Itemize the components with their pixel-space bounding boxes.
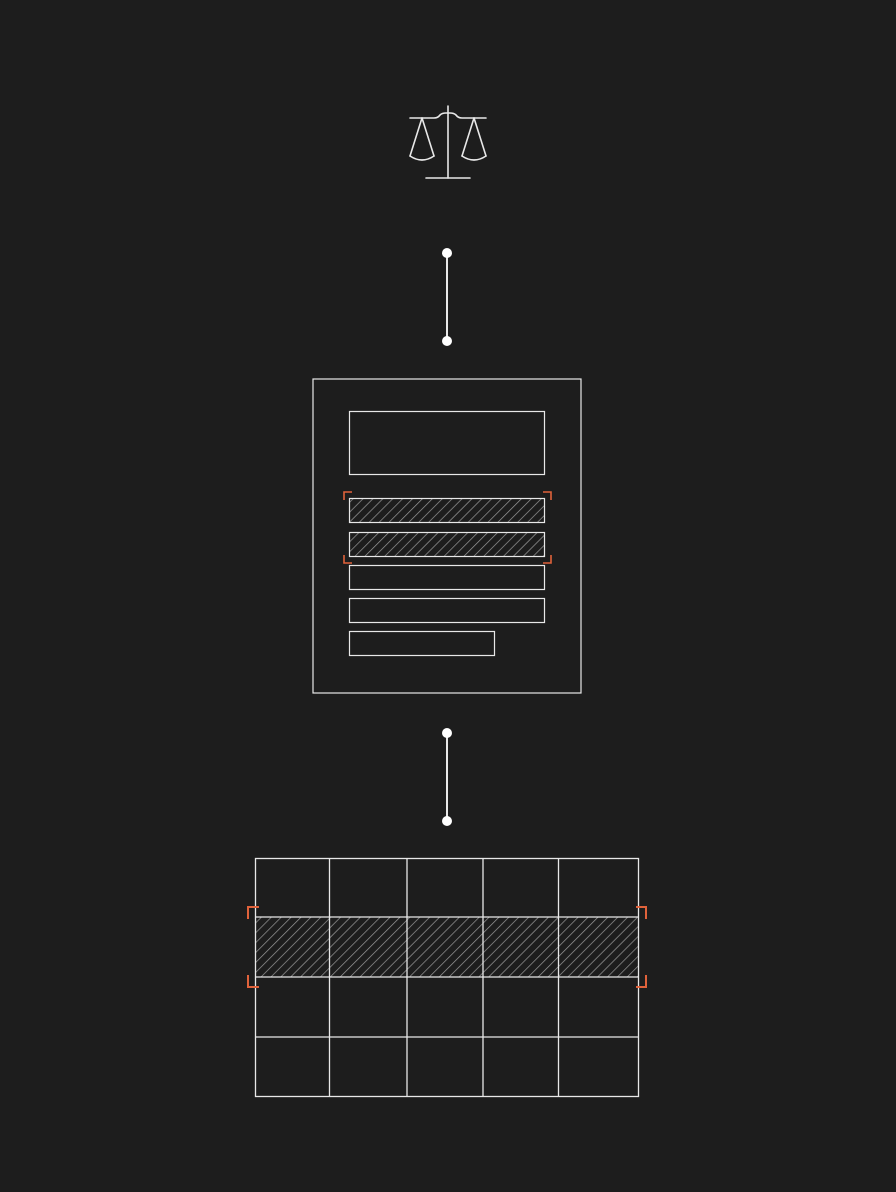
document-header-block: [348, 410, 546, 476]
connector-top: [442, 248, 452, 346]
document-card: [312, 378, 582, 694]
document-line-short: [348, 630, 496, 657]
document-selection-brackets: [343, 491, 552, 564]
document-line-highlighted: [348, 531, 546, 558]
document-line: [348, 564, 546, 591]
table-selection-brackets: [247, 906, 647, 988]
connector-bottom: [442, 728, 452, 826]
balance-scale-icon: [409, 105, 487, 179]
document-line-highlighted: [348, 497, 546, 524]
document-line: [348, 597, 546, 624]
table-grid: [247, 857, 647, 1098]
table-row-highlighted: [255, 917, 639, 977]
